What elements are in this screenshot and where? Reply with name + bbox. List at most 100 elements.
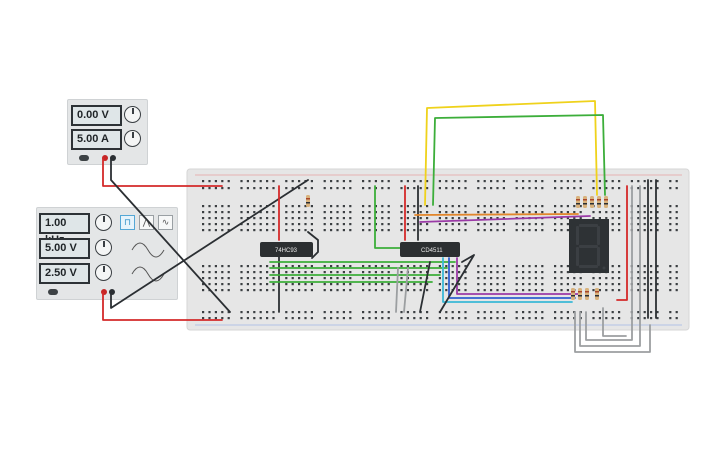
breadboard-hole bbox=[669, 277, 672, 280]
offset-knob[interactable] bbox=[95, 264, 112, 281]
wire-28 bbox=[585, 185, 633, 341]
wire-6 bbox=[307, 231, 319, 259]
breadboard-hole bbox=[208, 223, 211, 226]
decoder-chip[interactable]: CD4511 bbox=[400, 242, 460, 257]
breadboard-hole bbox=[496, 217, 499, 220]
breadboard-hole bbox=[362, 265, 365, 268]
breadboard-hole bbox=[330, 317, 333, 320]
frequency-knob[interactable] bbox=[95, 214, 112, 231]
breadboard-hole bbox=[413, 211, 416, 214]
breadboard-hole bbox=[560, 217, 563, 220]
breadboard-hole bbox=[528, 205, 531, 208]
breadboard-hole bbox=[285, 265, 288, 268]
breadboard-hole bbox=[534, 211, 537, 214]
breadboard-hole bbox=[534, 187, 537, 190]
breadboard-hole bbox=[598, 187, 601, 190]
seven-segment-display[interactable] bbox=[569, 219, 609, 273]
breadboard-hole bbox=[477, 289, 480, 292]
triangle-wave-button[interactable]: ⋀ bbox=[139, 215, 154, 230]
breadboard-hole bbox=[426, 211, 429, 214]
breadboard-hole bbox=[304, 187, 307, 190]
power-toggle[interactable] bbox=[79, 155, 89, 161]
breadboard-hole bbox=[490, 211, 493, 214]
breadboard-hole bbox=[496, 187, 499, 190]
function-generator: 1.00 kHz 5.00 V 2.50 V ⊓ ⋀ ∿ bbox=[36, 207, 178, 300]
breadboard-hole bbox=[675, 317, 678, 320]
breadboard-hole bbox=[291, 265, 294, 268]
breadboard-hole bbox=[522, 283, 525, 286]
wire-19 bbox=[442, 257, 573, 303]
breadboard-hole bbox=[246, 277, 249, 280]
breadboard-hole bbox=[342, 265, 345, 268]
breadboard-hole bbox=[669, 217, 672, 220]
negative-terminal[interactable] bbox=[110, 155, 116, 161]
breadboard-hole bbox=[650, 271, 653, 274]
breadboard-hole bbox=[445, 317, 448, 320]
breadboard-hole bbox=[554, 277, 557, 280]
breadboard-hole bbox=[208, 205, 211, 208]
voltage-knob[interactable] bbox=[124, 106, 141, 123]
breadboard-hole bbox=[483, 265, 486, 268]
breadboard-hole bbox=[330, 271, 333, 274]
breadboard-hole bbox=[406, 223, 409, 226]
breadboard-hole bbox=[272, 317, 275, 320]
breadboard-hole bbox=[246, 187, 249, 190]
breadboard-hole bbox=[541, 205, 544, 208]
resistor-band bbox=[578, 291, 582, 293]
breadboard-hole bbox=[528, 283, 531, 286]
breadboard-hole bbox=[566, 317, 569, 320]
breadboard-hole bbox=[496, 265, 499, 268]
breadboard-hole bbox=[426, 265, 429, 268]
breadboard-hole bbox=[310, 277, 313, 280]
counter-chip[interactable]: 74HC93 bbox=[260, 242, 313, 257]
breadboard-hole bbox=[208, 265, 211, 268]
wire-12 bbox=[414, 213, 579, 216]
breadboard-hole bbox=[272, 271, 275, 274]
breadboard-hole bbox=[528, 180, 531, 183]
breadboard-hole bbox=[323, 283, 326, 286]
breadboard-hole bbox=[272, 283, 275, 286]
breadboard-hole bbox=[202, 229, 205, 232]
breadboard-hole bbox=[310, 283, 313, 286]
resistor-band bbox=[306, 198, 310, 200]
breadboard-hole bbox=[240, 180, 243, 183]
breadboard-hole bbox=[413, 289, 416, 292]
current-knob[interactable] bbox=[124, 130, 141, 147]
breadboard-hole bbox=[419, 187, 422, 190]
breadboard-hole bbox=[381, 265, 384, 268]
breadboard-hole bbox=[214, 277, 217, 280]
breadboard-hole bbox=[560, 283, 563, 286]
breadboard-hole bbox=[611, 217, 614, 220]
breadboard-hole bbox=[650, 217, 653, 220]
sine-wave-button[interactable]: ∿ bbox=[158, 215, 173, 230]
breadboard-hole bbox=[637, 205, 640, 208]
offset-wave-icon bbox=[131, 266, 165, 282]
breadboard-hole bbox=[214, 211, 217, 214]
breadboard-hole bbox=[253, 311, 256, 314]
breadboard-hole bbox=[637, 283, 640, 286]
positive-terminal[interactable] bbox=[102, 155, 108, 161]
breadboard-hole bbox=[304, 271, 307, 274]
breadboard-hole bbox=[490, 317, 493, 320]
breadboard-hole bbox=[650, 283, 653, 286]
resistor-band bbox=[578, 295, 582, 297]
generator-toggle[interactable] bbox=[48, 289, 58, 295]
wire-13 bbox=[419, 215, 591, 223]
breadboard-hole bbox=[272, 311, 275, 314]
breadboard-hole bbox=[438, 211, 441, 214]
amplitude-knob[interactable] bbox=[95, 239, 112, 256]
breadboard-hole bbox=[560, 187, 563, 190]
breadboard-hole bbox=[669, 289, 672, 292]
resistor-band bbox=[604, 203, 608, 205]
generator-positive-terminal[interactable] bbox=[101, 289, 107, 295]
breadboard-hole bbox=[592, 311, 595, 314]
breadboard-hole bbox=[419, 180, 422, 183]
breadboard-hole bbox=[438, 265, 441, 268]
breadboard-hole bbox=[221, 211, 224, 214]
generator-negative-terminal[interactable] bbox=[109, 289, 115, 295]
breadboard-hole bbox=[618, 317, 621, 320]
square-wave-button[interactable]: ⊓ bbox=[120, 215, 135, 230]
breadboard-hole bbox=[438, 217, 441, 220]
breadboard-hole bbox=[445, 180, 448, 183]
breadboard-hole bbox=[342, 277, 345, 280]
